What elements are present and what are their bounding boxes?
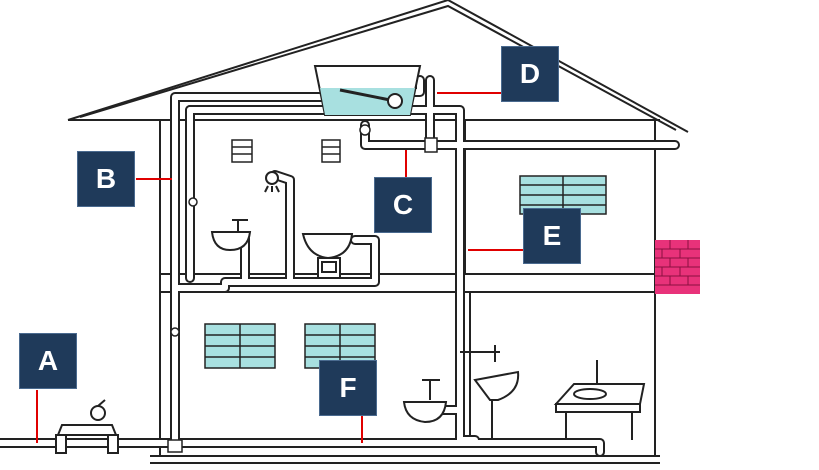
kitchen-sink-counter [553,360,646,440]
label-a: A [19,333,77,389]
water-tank [313,65,422,116]
upper-washbasin [210,219,252,252]
leader-lines [36,92,523,443]
fixtures [55,171,646,454]
street-valve [55,399,119,454]
label-e: E [523,208,581,264]
pipe-valves [167,124,438,453]
vent-right [321,139,341,163]
roof [67,0,689,133]
pipes [0,75,680,457]
label-d: D [501,46,559,102]
window-lower-left [204,323,276,369]
window-upper-right [519,175,607,215]
lower-washbasin [402,379,448,424]
toilet [301,233,354,279]
label-b: B [77,151,135,207]
brick-wall [655,240,700,294]
urinal [460,345,520,438]
label-c: C [374,177,432,233]
shower-head [264,171,280,193]
label-f: F [319,360,377,416]
vent-left [231,139,253,163]
